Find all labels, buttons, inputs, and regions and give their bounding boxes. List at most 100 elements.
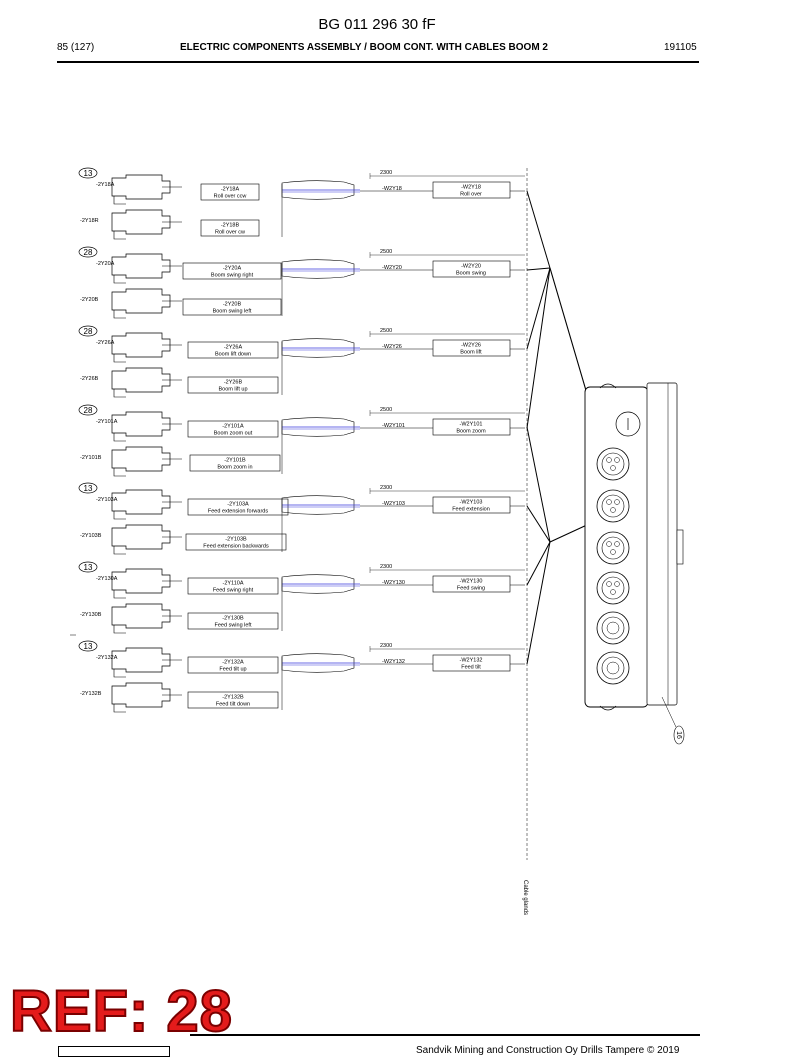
valve-outline <box>113 468 126 477</box>
valve-label-b: -2Y130B <box>80 612 102 618</box>
solenoid-a-code: -2Y103A <box>227 502 249 508</box>
gland-seal <box>606 661 620 675</box>
valve-label-a: -2Y20A <box>96 261 115 267</box>
valve-label-a: -2Y130A <box>96 576 118 582</box>
solenoid-a-desc: Boom lift down <box>215 352 251 358</box>
valve-outline <box>111 446 171 472</box>
valve-label-b: -2Y101B <box>80 455 102 461</box>
cable-length: 2500 <box>380 328 392 334</box>
gland-pin <box>606 499 612 505</box>
solenoid-b-box <box>187 612 279 630</box>
group-ref-number: 13 <box>84 563 93 572</box>
page-number: 85 (127) <box>57 42 95 53</box>
valve-label-b: -2Y132B <box>80 691 102 697</box>
wire-code: -W2Y18 <box>382 186 402 192</box>
solenoid-b-desc: Feed tilt down <box>216 702 250 708</box>
route-line <box>526 541 551 665</box>
valve-outline <box>113 511 126 520</box>
solenoid-a-box <box>200 183 260 201</box>
solenoid-b-code: -2Y18B <box>221 223 240 229</box>
cable-connector <box>281 495 355 515</box>
valve-label-a: -2Y18A <box>96 182 115 188</box>
cable-box <box>432 181 511 199</box>
gland-pin <box>610 465 616 471</box>
box-lid <box>646 382 678 706</box>
wire-code: -W2Y20 <box>382 265 402 271</box>
route-line <box>526 505 551 543</box>
cable-box-code: -W2Y130 <box>460 579 483 585</box>
cable-gland-inner <box>601 452 625 476</box>
valve-label-b: -2Y26B <box>80 376 99 382</box>
cable-gland <box>596 447 630 481</box>
group-ref-number: 28 <box>84 248 93 257</box>
valve-outline <box>113 275 126 284</box>
solenoid-b-code: -2Y132B <box>222 695 244 701</box>
valve-label-a: -2Y103A <box>96 497 118 503</box>
cable-box-desc: Feed tilt <box>461 665 481 671</box>
valve-outline <box>111 524 171 550</box>
cable-gland-inner <box>601 494 625 518</box>
plug-cap <box>615 411 641 437</box>
valve-outline <box>113 310 126 319</box>
solenoid-b-code: -2Y101B <box>224 458 246 464</box>
solenoid-b-code: -2Y103B <box>225 537 247 543</box>
route-line <box>526 267 551 350</box>
solenoid-a-desc: Feed extension forwards <box>208 509 268 515</box>
solenoid-b-desc: Boom lift up <box>218 387 247 393</box>
group-ref-number: 13 <box>84 169 93 178</box>
valve-outline <box>113 389 126 398</box>
route-line <box>526 541 551 586</box>
solenoid-b-desc: Feed extension backwards <box>203 544 269 550</box>
solenoid-b-box <box>187 376 279 394</box>
valve-outline <box>111 411 171 437</box>
solenoid-b-desc: Boom zoom in <box>217 465 252 471</box>
gland-pin <box>610 589 616 595</box>
valve-outline <box>113 433 126 442</box>
valve-outline <box>111 288 171 314</box>
cable-box-code: -W2Y132 <box>460 658 483 664</box>
cable-box-code: -W2Y20 <box>461 264 481 270</box>
cable-gland <box>596 531 630 565</box>
ref-stamp: REF: 28 <box>9 979 233 1044</box>
cable-length: 2500 <box>380 249 392 255</box>
cable-box <box>432 339 511 357</box>
gland-pin <box>606 541 612 547</box>
cable-length: 2300 <box>380 485 392 491</box>
wire-code: -W2Y130 <box>382 580 405 586</box>
callout-number: 16 <box>675 731 682 739</box>
section-title: ELECTRIC COMPONENTS ASSEMBLY / BOOM CONT… <box>180 42 548 53</box>
solenoid-b-box <box>182 298 282 316</box>
cable-box-desc: Boom swing <box>456 271 486 277</box>
wire-code: -W2Y132 <box>382 659 405 665</box>
solenoid-b-box <box>187 691 279 709</box>
cable-gland-inner <box>601 656 625 680</box>
group-ref-badge <box>78 640 98 652</box>
solenoid-b-box <box>185 533 287 551</box>
valve-label-b: -2Y18R <box>80 218 99 224</box>
cable-gland <box>596 651 630 685</box>
cable-gland <box>596 611 630 645</box>
group-ref-number: 28 <box>84 406 93 415</box>
header-rule <box>57 61 699 63</box>
document-title: BG 011 296 30 fF <box>318 16 436 33</box>
solenoid-a-desc: Roll over ccw <box>214 194 247 200</box>
cable-connector <box>281 180 355 200</box>
valve-outline <box>111 603 171 629</box>
company-logo <box>58 1046 170 1057</box>
solenoid-a-code: -2Y18A <box>221 187 240 193</box>
solenoid-a-desc: Feed tilt up <box>219 667 246 673</box>
solenoid-a-desc: Feed swing right <box>213 588 254 594</box>
valve-outline <box>113 590 126 599</box>
cable-box-desc: Feed extension <box>452 507 490 513</box>
valve-outline <box>111 647 171 673</box>
cable-length: 2300 <box>380 643 392 649</box>
solenoid-b-code: -2Y26B <box>224 380 243 386</box>
valve-outline <box>111 682 171 708</box>
cable-box-code: -W2Y18 <box>461 185 481 191</box>
solenoid-a-box <box>187 577 279 595</box>
